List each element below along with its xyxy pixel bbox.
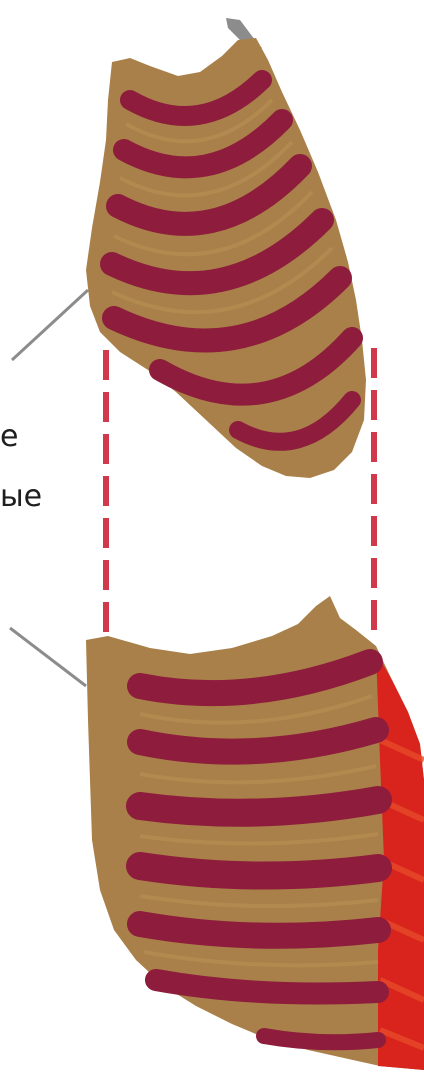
label-fragment-bottom: ые	[0, 482, 42, 512]
leader-line-bottom	[10, 628, 86, 686]
leader-line-top	[12, 290, 88, 360]
lower-band-7	[264, 1036, 378, 1042]
lower-band-5	[140, 924, 378, 936]
lower-segment	[86, 596, 424, 1070]
lower-band-3	[140, 800, 378, 813]
lower-band-4	[140, 866, 378, 876]
label-fragment-top: е	[0, 422, 18, 452]
upper-segment	[86, 18, 366, 478]
